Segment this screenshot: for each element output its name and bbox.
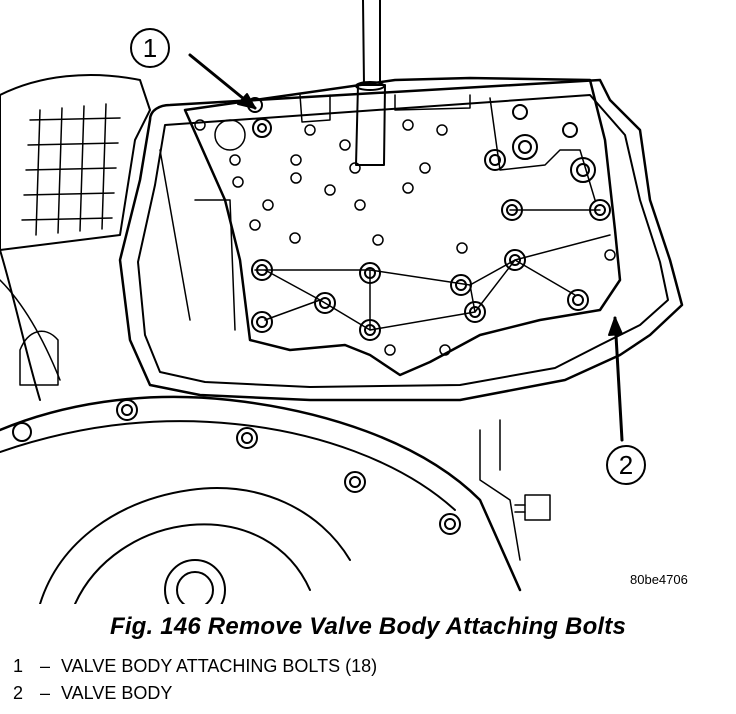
wrench-extension [355,0,386,166]
legend-item-number: 2 [13,683,24,703]
valve-body-bolts [247,97,611,341]
legend-item-text: VALVE BODY [61,683,173,703]
image-code-label: 80be4706 [630,572,688,587]
callout-2-number: 2 [619,450,633,480]
callout-1-number: 1 [143,33,157,63]
plate-holes [194,119,616,356]
callout-2: 2 [606,316,646,485]
legend-item: 1 – VALVE BODY ATTACHING BOLTS (18) [13,653,377,680]
legend-item: 2 – VALVE BODY [13,680,377,707]
valve-body-illustration: 1 2 80be4706 [0,0,688,604]
legend-item-text: VALVE BODY ATTACHING BOLTS (18) [61,656,378,676]
legend-item-number: 1 [13,656,24,676]
legend-item-dash: – [39,683,50,703]
transmission-case-left [0,74,151,401]
legend: 1 – VALVE BODY ATTACHING BOLTS (18) 2 – … [13,653,377,707]
figure-caption: Fig. 146 Remove Valve Body Attaching Bol… [109,613,627,640]
converter-housing [0,330,551,604]
callout-1: 1 [130,28,257,110]
oil-pan-flange [118,78,684,402]
legend-item-dash: – [39,656,50,676]
